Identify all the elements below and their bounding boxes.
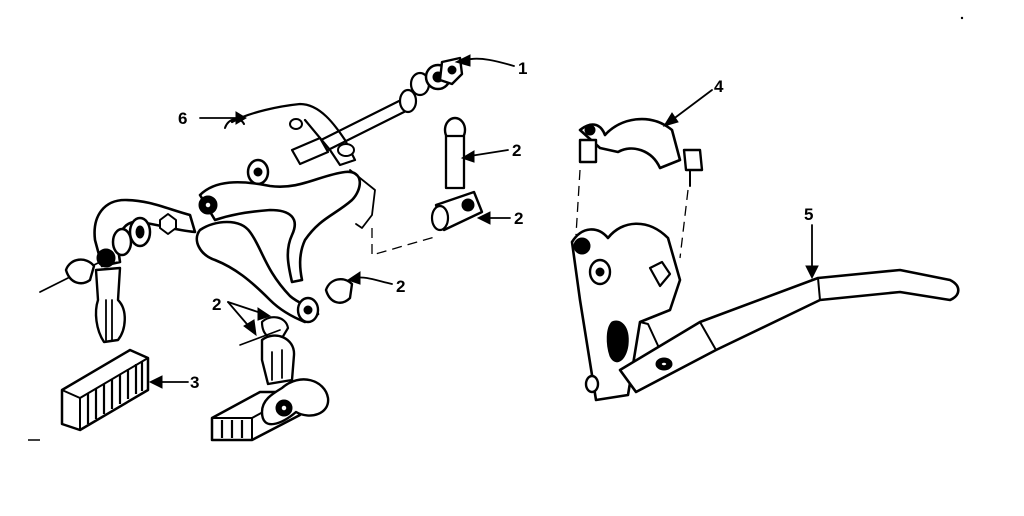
kickstand-bracket (570, 222, 682, 402)
caliper-arm-upper (198, 170, 362, 284)
acorn-nut-left (64, 258, 96, 285)
callout-2-upper: 2 (512, 141, 521, 160)
callout-arrows (148, 54, 819, 389)
brake-cable (349, 169, 439, 256)
axle-nuts-washers (409, 56, 464, 97)
acorn-nut-right (324, 278, 354, 304)
kickstand-clamp-strap (578, 117, 704, 187)
callout-2-right: 2 (396, 277, 405, 296)
kickstand-leg (618, 268, 960, 394)
callout-6: 6 (178, 109, 187, 128)
pivot-bolt (290, 88, 418, 166)
cable-hanger (430, 116, 484, 232)
callout-4: 4 (714, 77, 724, 96)
brake-shoe-left (60, 348, 150, 432)
callout-2-middle: 2 (514, 209, 523, 228)
callout-3: 3 (190, 373, 199, 392)
scan-dot (960, 16, 964, 20)
callout-labels: 1 2 2 2 2 3 4 5 6 (178, 59, 813, 392)
callout-2-lower: 2 (212, 295, 221, 314)
kickstand-assembly (570, 117, 960, 402)
caliper-brake-assembly (39, 56, 484, 442)
brake-shoe-mount-left (94, 266, 126, 344)
wing-nut (260, 378, 330, 426)
brake-shoe-mount-right (260, 334, 296, 386)
callout-1: 1 (518, 59, 527, 78)
lower-pivot-parts (239, 296, 320, 346)
cable-anchor-bracket (224, 102, 357, 167)
hex-nut-small (159, 213, 177, 235)
callout-5: 5 (804, 205, 813, 224)
